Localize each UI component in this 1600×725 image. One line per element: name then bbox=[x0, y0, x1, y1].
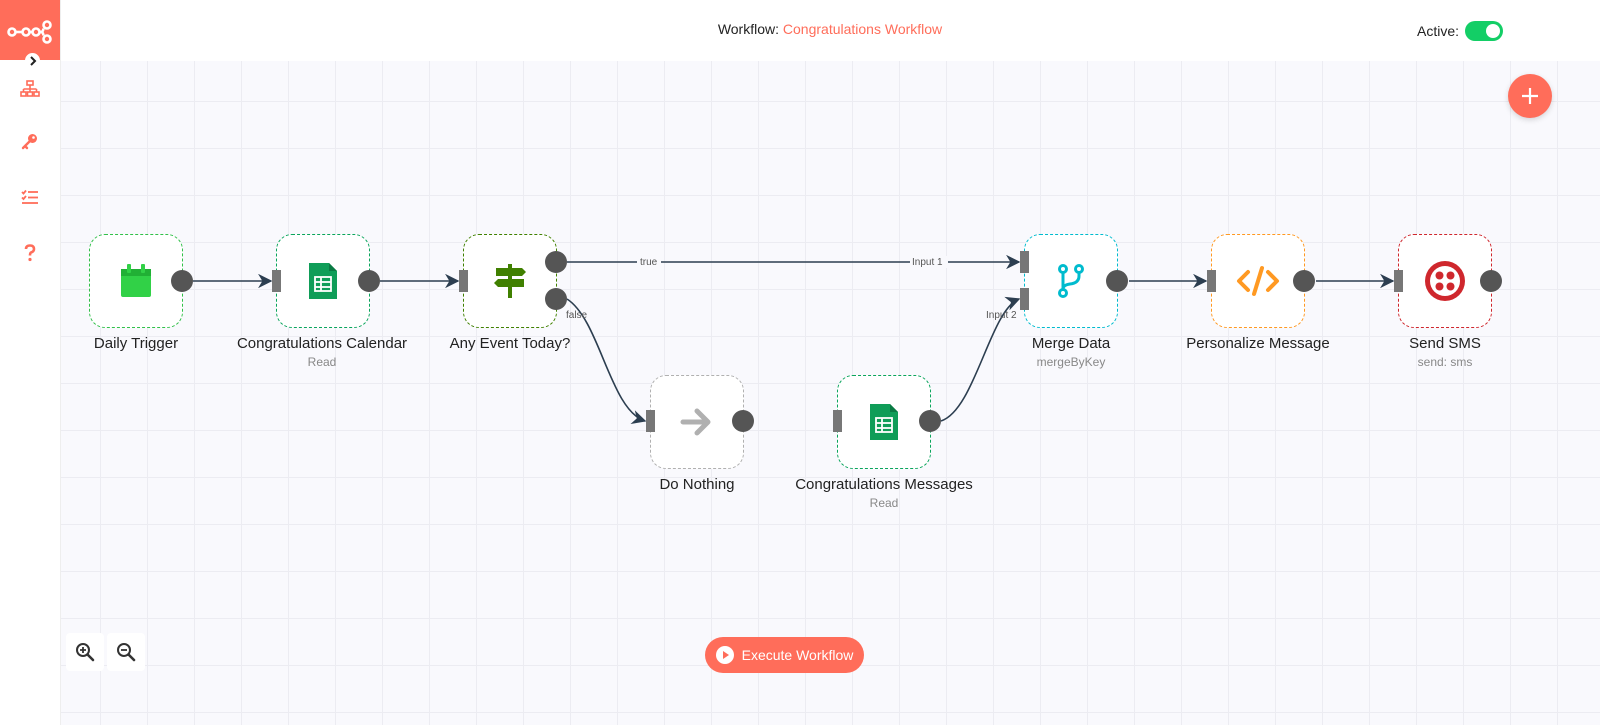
input-port[interactable] bbox=[1394, 270, 1403, 292]
sidebar-item-credentials[interactable] bbox=[15, 126, 45, 156]
workflow-canvas[interactable] bbox=[60, 61, 1600, 725]
merge-icon bbox=[1058, 264, 1084, 298]
zoom-in-icon bbox=[76, 643, 95, 662]
node-do-nothing[interactable] bbox=[650, 375, 744, 469]
arrow-right-icon bbox=[680, 408, 711, 436]
workflow-title: Workflow: Congratulations Workflow bbox=[60, 21, 1600, 37]
node-title: Personalize Message bbox=[1186, 335, 1330, 352]
node-subtitle: mergeByKey bbox=[1036, 355, 1106, 369]
sidebar-item-help[interactable] bbox=[15, 238, 45, 268]
twilio-icon bbox=[1425, 261, 1465, 301]
active-toggle[interactable] bbox=[1465, 21, 1503, 41]
network-icon bbox=[20, 80, 40, 97]
input-port[interactable] bbox=[272, 270, 281, 292]
input-port[interactable] bbox=[833, 410, 842, 432]
input-port[interactable] bbox=[646, 410, 655, 432]
input-port[interactable] bbox=[459, 270, 468, 292]
sidebar bbox=[0, 0, 60, 725]
node-subtitle: Read bbox=[307, 355, 337, 369]
node-congratulations-messages[interactable] bbox=[837, 375, 931, 469]
header: Workflow: Congratulations Workflow Activ… bbox=[60, 0, 1600, 61]
output-port[interactable] bbox=[919, 410, 941, 432]
signpost-icon bbox=[494, 264, 526, 298]
play-circle-icon bbox=[715, 646, 734, 664]
toggle-knob bbox=[1486, 24, 1500, 38]
active-control: Active: bbox=[1417, 21, 1503, 41]
node-send-sms[interactable] bbox=[1398, 234, 1492, 328]
node-subtitle: Read bbox=[869, 496, 899, 510]
output-port-true[interactable] bbox=[545, 251, 567, 273]
zoom-out-icon bbox=[117, 643, 136, 662]
node-merge-data[interactable] bbox=[1024, 234, 1118, 328]
node-any-event-today[interactable] bbox=[463, 234, 557, 328]
google-sheets-icon bbox=[870, 404, 898, 440]
plus-icon bbox=[1522, 88, 1538, 104]
node-title: Merge Data bbox=[1031, 335, 1111, 352]
n8n-logo[interactable] bbox=[0, 0, 60, 60]
output-port[interactable] bbox=[1106, 270, 1128, 292]
tasks-icon bbox=[21, 189, 38, 204]
active-label: Active: bbox=[1416, 23, 1459, 39]
node-title: Congratulations Messages bbox=[795, 476, 973, 493]
zoom-in-button[interactable] bbox=[66, 633, 104, 671]
node-subtitle: send: sms bbox=[1417, 355, 1473, 369]
execute-label: Execute Workflow bbox=[741, 647, 854, 663]
input-port[interactable] bbox=[1207, 270, 1216, 292]
node-title: Daily Trigger bbox=[93, 335, 179, 352]
question-icon bbox=[24, 244, 36, 262]
output-port[interactable] bbox=[732, 410, 754, 432]
output-port[interactable] bbox=[358, 270, 380, 292]
node-title: Do Nothing bbox=[659, 476, 735, 493]
execute-workflow-button[interactable]: Execute Workflow bbox=[705, 637, 864, 673]
key-icon bbox=[21, 134, 37, 150]
chevron-right-icon bbox=[29, 55, 36, 66]
output-port[interactable] bbox=[1293, 270, 1315, 292]
zoom-out-button[interactable] bbox=[107, 633, 145, 671]
node-title: Send SMS bbox=[1409, 335, 1481, 352]
calendar-icon bbox=[121, 264, 151, 297]
node-congratulations-calendar[interactable] bbox=[276, 234, 370, 328]
sidebar-expand-button[interactable] bbox=[25, 53, 40, 68]
add-node-button[interactable] bbox=[1508, 74, 1552, 118]
google-sheets-icon bbox=[309, 263, 337, 299]
input-port-1[interactable] bbox=[1020, 251, 1029, 273]
node-personalize-message[interactable] bbox=[1211, 234, 1305, 328]
node-title: Any Event Today? bbox=[449, 335, 571, 352]
output-port-false[interactable] bbox=[545, 288, 567, 310]
node-daily-trigger[interactable] bbox=[89, 234, 183, 328]
output-port[interactable] bbox=[171, 270, 193, 292]
sidebar-item-workflows[interactable] bbox=[15, 74, 45, 104]
workflow-name[interactable]: Congratulations Workflow bbox=[782, 21, 943, 37]
node-title: Congratulations Calendar bbox=[236, 335, 408, 352]
sidebar-item-executions[interactable] bbox=[15, 182, 45, 212]
workflow-label: Workflow: bbox=[717, 21, 780, 37]
output-port[interactable] bbox=[1480, 270, 1502, 292]
code-icon bbox=[1237, 266, 1279, 296]
input-port-2[interactable] bbox=[1020, 288, 1029, 310]
